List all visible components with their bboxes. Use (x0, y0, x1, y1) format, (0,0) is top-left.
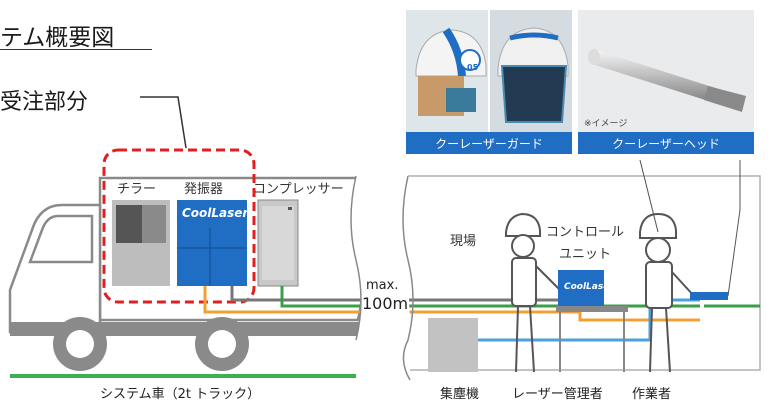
order-part-label: 受注部分 (0, 90, 89, 115)
worker-label: 作業者 (632, 387, 672, 402)
head-photo (578, 10, 754, 132)
truck-caption: システム車（2t トラック） (100, 387, 261, 402)
site-area (408, 175, 761, 371)
order-part-box (102, 148, 256, 304)
image-note: ※イメージ (584, 119, 628, 129)
guard-callout-line (639, 159, 659, 233)
oscillator-unit (177, 200, 247, 286)
chiller-label: チラー (117, 182, 157, 197)
site-label: 現場 (450, 234, 477, 249)
laser-head-tool (690, 292, 728, 300)
title-underline (0, 49, 152, 50)
oscillator-brand: CoolLaser (182, 206, 249, 220)
control-unit (558, 270, 604, 306)
order-leader-line (140, 96, 187, 149)
truck-wheel-rear (195, 317, 249, 371)
distance-value: 100m (362, 294, 409, 313)
control-unit-label: コントロール ユニット (546, 225, 625, 262)
control-table (556, 306, 628, 312)
control-unit-brand: CoolLaser (564, 282, 614, 292)
distance-max-label: max. (366, 278, 399, 293)
chiller-panel-dark (116, 205, 142, 243)
head-caption: クーレーザーヘッド (578, 132, 754, 154)
chiller-panel-mid (142, 205, 166, 243)
helmet-number: 05 (467, 63, 479, 72)
dust-collector (428, 318, 478, 372)
compressor-label: コンプレッサー (253, 182, 344, 197)
guard-caption: クーレーザーガード (406, 132, 572, 154)
laser-manager-figure (505, 212, 561, 373)
hose-orange (203, 286, 700, 322)
diagram-title: テム概要図 (0, 25, 115, 51)
truck-window (28, 214, 94, 264)
head-callout-line (727, 160, 741, 297)
guard-photo (406, 10, 572, 132)
truck-wheel-front (53, 317, 107, 371)
oscillator-label: 発振器 (184, 182, 224, 197)
ground-line (10, 374, 356, 378)
laser-manager-label: レーザー管理者 (512, 387, 603, 402)
worker-figure (639, 212, 695, 373)
distance-break (351, 176, 419, 340)
dust-collector-label: 集塵機 (440, 387, 480, 402)
